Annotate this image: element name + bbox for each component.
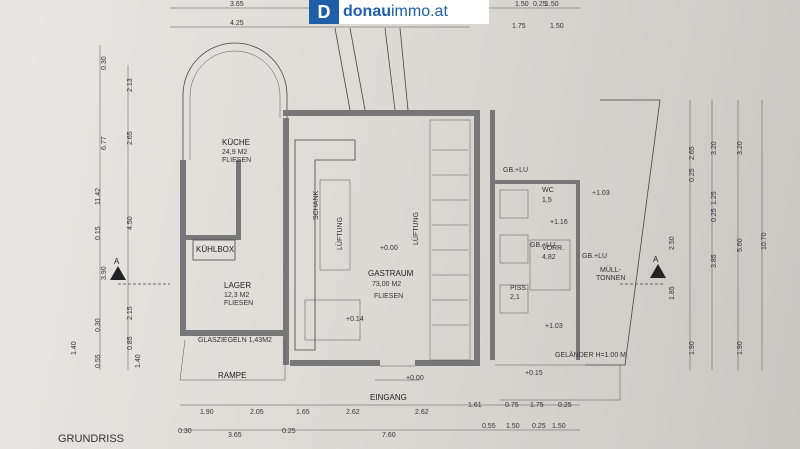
- dim-top-2: 1.50: [515, 1, 529, 8]
- label-level-015: +0.15: [525, 370, 543, 377]
- room-lager-floor: FLIESEN: [224, 300, 253, 307]
- dim-top-7: 1.50: [550, 23, 564, 30]
- dim-r-7: 5.60: [737, 238, 744, 252]
- dim-b2-8: 1.50: [552, 423, 566, 430]
- label-lueftung-1: LÜFTUNG: [336, 217, 344, 250]
- room-gastraum-name: GASTRAUM: [368, 269, 414, 278]
- dim-l-2: 2.13: [127, 78, 134, 92]
- dim-r-10: 3.85: [711, 254, 718, 268]
- room-gastraum-area: 73,00 M2: [372, 281, 401, 288]
- section-marker-a-left: A: [114, 257, 120, 266]
- room-piss-area: 2,1: [510, 294, 520, 301]
- donauimmo-logo-icon: D: [309, 0, 339, 24]
- dim-b1-6: 1.61: [468, 402, 482, 409]
- dim-r-11: 1.85: [669, 286, 676, 300]
- dim-r-6: 2.50: [669, 236, 676, 250]
- dim-top-5: 4.25: [230, 20, 244, 27]
- room-lager-name: LAGER: [224, 281, 251, 290]
- dim-r-2: 3.20: [737, 141, 744, 155]
- room-kuehlbox-name: KÜHLBOX: [196, 245, 235, 254]
- label-rampe: RAMPE: [218, 371, 246, 380]
- dim-b1-9: 0.25: [558, 402, 572, 409]
- dim-l-9: 2.15: [127, 306, 134, 320]
- label-level-top: +1.03: [592, 190, 610, 197]
- label-lueftung-2: LÜFTUNG: [412, 212, 420, 245]
- watermark-text: donauimmo.at: [339, 3, 448, 21]
- dim-r-5: 1.25: [711, 191, 718, 205]
- dim-r-4: 0.25: [689, 168, 696, 182]
- dim-b2-1: 0.30: [178, 428, 192, 435]
- room-gastraum-floor: FLIESEN: [374, 293, 403, 300]
- room-kueche-area: 24,9 M2: [222, 149, 247, 156]
- dim-r-13: 1.90: [737, 341, 744, 355]
- dim-b1-8: 1.75: [530, 402, 544, 409]
- label-level-mid: +1.03: [545, 323, 563, 330]
- dim-r-1: 3.20: [711, 141, 718, 155]
- room-vorr-name: VORR.: [542, 245, 564, 252]
- dim-l-10: 0.30: [95, 318, 102, 332]
- dim-l-13: 0.55: [95, 354, 102, 368]
- dim-b2-2: 3.65: [228, 432, 242, 439]
- watermark-brand-rest: immo.at: [391, 3, 448, 20]
- room-kueche-name: KÜCHE: [222, 138, 250, 147]
- dim-b2-5: 0.55: [482, 423, 496, 430]
- room-piss-name: PISS.: [510, 285, 528, 292]
- dim-b2-7: 0.25: [532, 423, 546, 430]
- label-gblu-1: GB.+LU: [503, 167, 528, 174]
- dim-b1-1: 1.90: [200, 409, 214, 416]
- label-glasziegel: GLASZIEGELN 1,43M2: [198, 337, 272, 344]
- donauimmo-watermark: D donauimmo.at: [309, 0, 489, 24]
- dim-top-6: 1.75: [512, 23, 526, 30]
- label-level-116: +1.16: [550, 219, 568, 226]
- label-eingang: EINGANG: [370, 393, 407, 402]
- room-wc-area: 1,5: [542, 197, 552, 204]
- room-muell-name: MÜLL-: [600, 266, 622, 274]
- dim-b1-7: 0.75: [505, 402, 519, 409]
- dim-b1-3: 1.65: [296, 409, 310, 416]
- dim-l-4: 2.65: [127, 131, 134, 145]
- dim-r-9: 0.25: [711, 208, 718, 222]
- room-lager-area: 12,3 M2: [224, 292, 249, 299]
- room-kueche-floor: FLIESEN: [222, 157, 251, 164]
- dim-b1-4: 2.62: [346, 409, 360, 416]
- room-vorr-area: 4,82: [542, 254, 556, 261]
- label-gblu-2: GB.+LU: [530, 242, 555, 249]
- dim-l-8: 3.90: [101, 266, 108, 280]
- dim-l-12: 1.40: [71, 341, 78, 355]
- dim-r-8: 10.70: [761, 232, 768, 250]
- dim-l-6: 11.42: [95, 188, 102, 205]
- dim-l-7: 4.50: [127, 216, 134, 230]
- dim-l-14: 1.40: [135, 354, 142, 368]
- plan-title: GRUNDRISS: [58, 433, 124, 445]
- dim-l-1: 0.30: [101, 56, 108, 70]
- dim-top-4: 1.50: [545, 1, 559, 8]
- dim-top-1: 3.65: [230, 1, 244, 8]
- label-level-zero: +0.00: [406, 375, 424, 382]
- dim-l-11: 0.85: [127, 336, 134, 350]
- room-muell-name2: TONNEN: [596, 275, 625, 282]
- dim-b1-5: 2.62: [415, 409, 429, 416]
- dim-r-3: 2.65: [689, 146, 696, 160]
- room-gastraum-level: +0.00: [380, 245, 398, 252]
- label-gblu-3: GB.+LU: [582, 253, 607, 260]
- dim-b2-3: 0.25: [282, 428, 296, 435]
- dim-b1-2: 2.05: [250, 409, 264, 416]
- label-schank: SCHANK: [313, 190, 320, 220]
- dim-top-3: 0.25: [533, 1, 547, 8]
- dim-r-12: 1.90: [689, 341, 696, 355]
- label-gelaender: GELÄNDER H=1.00 M: [555, 351, 626, 359]
- room-wc-name: WC: [542, 187, 554, 194]
- watermark-brand-bold: donau: [343, 3, 391, 20]
- dim-b2-4: 7.60: [382, 432, 396, 439]
- dim-l-5: 0.15: [95, 226, 102, 240]
- dim-l-3: 6.77: [101, 136, 108, 150]
- label-level-014: +0.14: [346, 316, 364, 323]
- dim-b2-6: 1.50: [506, 423, 520, 430]
- section-marker-a-right: A: [653, 255, 659, 264]
